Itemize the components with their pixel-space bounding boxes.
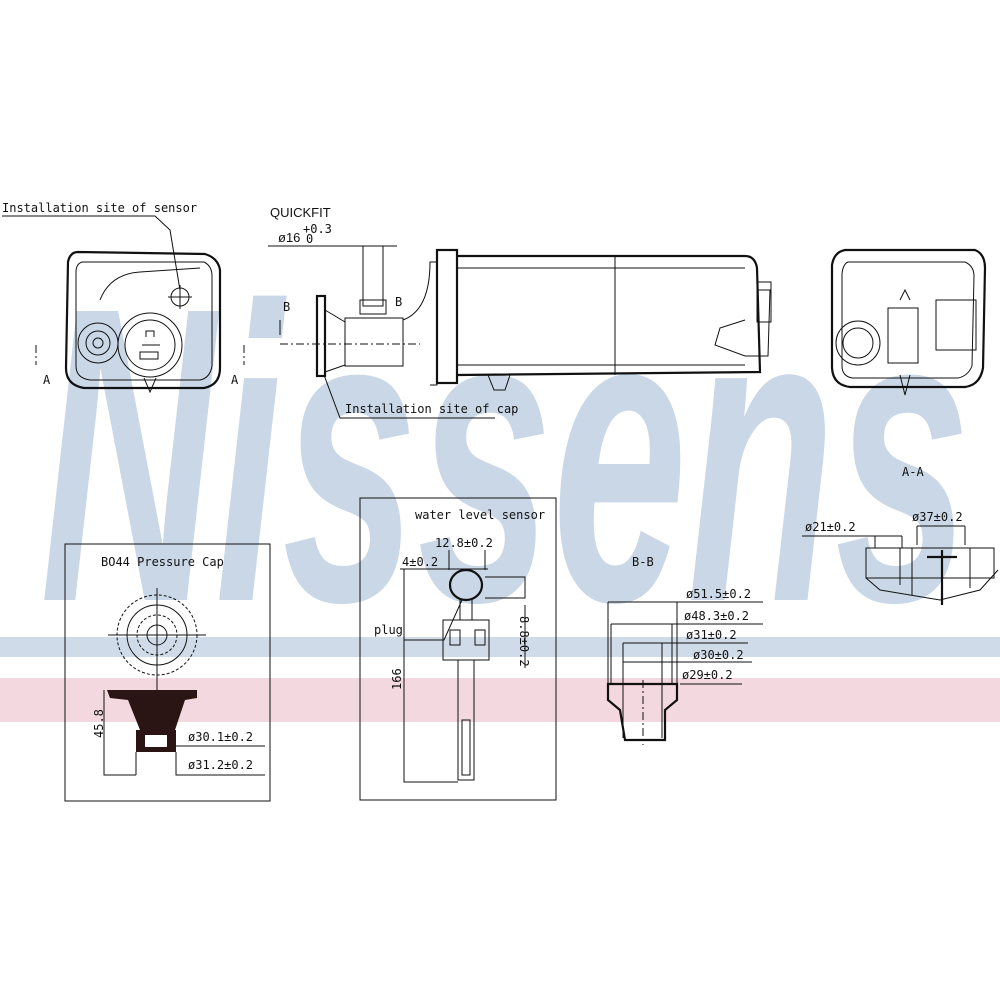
section-bb-title: B-B	[632, 555, 654, 569]
sensor-width-dimension: 12.8±0.2	[435, 536, 493, 550]
quickfit-diameter: ø16	[278, 230, 300, 245]
cap-site-label: Installation site of cap	[345, 402, 518, 416]
cap-height-dimension: 45.8	[92, 709, 106, 738]
level-sensor-detail: water level sensor 12.8±0.2 4±0.2 plug 1…	[359, 497, 557, 801]
watermark-logo: Nissens	[0, 221, 1000, 722]
tank-end-view-right	[830, 248, 987, 396]
level-sensor-title: water level sensor	[415, 508, 545, 522]
section-b-marker-left: B	[283, 300, 290, 314]
bb-dim-5: ø29±0.2	[682, 668, 733, 682]
pressure-cap-frame	[64, 543, 271, 802]
watermark-text: Nissens	[40, 221, 970, 690]
quickfit-label: QUICKFIT	[270, 205, 331, 220]
sensor-depth-dimension: 8.8±0.2	[517, 616, 531, 667]
sensor-length-dimension: 166	[390, 668, 404, 690]
aa-large-diameter: ø37±0.2	[912, 510, 963, 524]
tank-end-view-left: Installation site of sensor A A	[2, 201, 245, 394]
sensor-offset-dimension: 4±0.2	[402, 555, 438, 569]
section-a-a: A-A ø21±0.2 ø37±0.2	[802, 465, 999, 605]
bb-dim-1: ø51.5±0.2	[686, 587, 751, 601]
cap-outer-diameter: ø31.2±0.2	[188, 758, 253, 772]
bb-dim-3: ø31±0.2	[686, 628, 737, 642]
bb-dim-4: ø30±0.2	[693, 648, 744, 662]
plug-label: plug	[374, 623, 403, 637]
bb-dim-2: ø48.3±0.2	[684, 609, 749, 623]
section-b-b: B-B ø51.5±0.2 ø48.3±0.2 ø31±0.2 ø30±0.2 …	[606, 555, 763, 745]
section-a-marker-left: A	[43, 373, 51, 387]
aa-small-diameter: ø21±0.2	[805, 520, 856, 534]
quickfit-tolerance-upper: +0.3	[303, 222, 332, 236]
sensor-site-label: Installation site of sensor	[2, 201, 197, 215]
section-a-marker-right: A	[231, 373, 239, 387]
pressure-cap-title: BO44 Pressure Cap	[101, 555, 224, 569]
section-aa-title: A-A	[902, 465, 924, 479]
watermark-band-blue	[0, 637, 1000, 657]
tank-side-view: QUICKFIT ø16 +0.3 0 B B Installation sit…	[268, 205, 772, 419]
level-sensor-frame	[359, 497, 557, 801]
section-b-marker-right: B	[395, 295, 402, 309]
pressure-cap-detail: BO44 Pressure Cap 45.8 ø30.1±0.2 ø31.2±0…	[64, 543, 271, 802]
cap-inner-diameter: ø30.1±0.2	[188, 730, 253, 744]
quickfit-tolerance-lower: 0	[306, 232, 313, 246]
